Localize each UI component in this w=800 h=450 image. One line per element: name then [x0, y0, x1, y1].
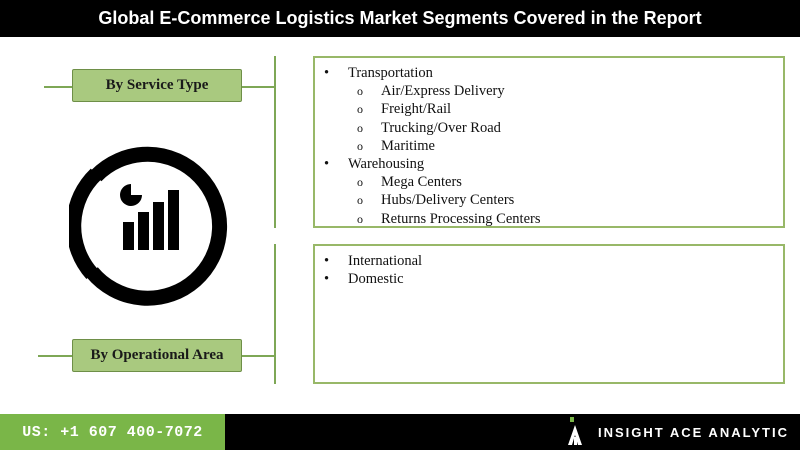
- bullet-mark: o: [357, 138, 363, 153]
- list-item: o Freight/Rail: [315, 100, 783, 118]
- list-item: • International: [315, 252, 783, 270]
- list-item-text: Trucking/Over Road: [381, 119, 501, 136]
- list-item: o Mega Centers: [315, 173, 783, 191]
- bullet-mark: o: [357, 120, 363, 135]
- connector-area-right: [242, 355, 274, 357]
- operational-area-box: • International • Domestic: [313, 244, 785, 384]
- bullet-mark: •: [324, 253, 330, 269]
- bullet-mark: o: [357, 193, 363, 208]
- list-item: • Transportation: [315, 64, 783, 82]
- list-item: o Trucking/Over Road: [315, 119, 783, 137]
- phone-number: US: +1 607 400-7072: [0, 414, 225, 450]
- list-item: • Domestic: [315, 270, 783, 288]
- operational-area-list: • International • Domestic: [315, 252, 783, 288]
- connector-area-vertical: [274, 244, 276, 384]
- list-item-text: Mega Centers: [381, 174, 462, 191]
- connector-service-left: [44, 86, 72, 88]
- segment-operational-area: By Operational Area: [72, 339, 242, 372]
- page-title: Global E-Commerce Logistics Market Segme…: [0, 0, 800, 37]
- list-item-text: Returns Processing Centers: [381, 210, 541, 227]
- list-item-text: Freight/Rail: [381, 101, 452, 118]
- list-item: o Hubs/Delivery Centers: [315, 191, 783, 209]
- analytics-chart-icon: [69, 146, 228, 306]
- connector-area-left: [38, 355, 72, 357]
- list-item-text: Transportation: [348, 65, 433, 81]
- bullet-mark: •: [324, 156, 330, 173]
- list-item: o Returns Processing Centers: [315, 210, 783, 228]
- bullet-mark: o: [357, 211, 363, 226]
- list-item-text: Warehousing: [348, 156, 425, 173]
- list-item-text: Domestic: [348, 271, 404, 288]
- bullet-mark: o: [357, 175, 363, 190]
- list-item: o Maritime: [315, 137, 783, 155]
- list-item-text: Air/Express Delivery: [381, 83, 505, 100]
- list-item: o Air/Express Delivery: [315, 82, 783, 100]
- list-item-text: Maritime: [381, 137, 435, 154]
- bullet-mark: •: [324, 65, 330, 81]
- brand-logo-icon: [568, 417, 582, 445]
- bullet-mark: o: [357, 84, 363, 99]
- list-item-text: Hubs/Delivery Centers: [381, 192, 515, 209]
- list-item-text: International: [348, 253, 423, 269]
- list-item: • Warehousing: [315, 155, 783, 173]
- footer: US: +1 607 400-7072 INSIGHT ACE ANALYTIC: [0, 414, 800, 450]
- bullet-mark: •: [324, 271, 330, 288]
- brand-name: INSIGHT ACE ANALYTIC: [598, 424, 789, 440]
- segment-service-type: By Service Type: [72, 69, 242, 102]
- connector-service-right: [242, 86, 274, 88]
- bullet-mark: o: [357, 102, 363, 117]
- connector-service-vertical: [274, 56, 276, 228]
